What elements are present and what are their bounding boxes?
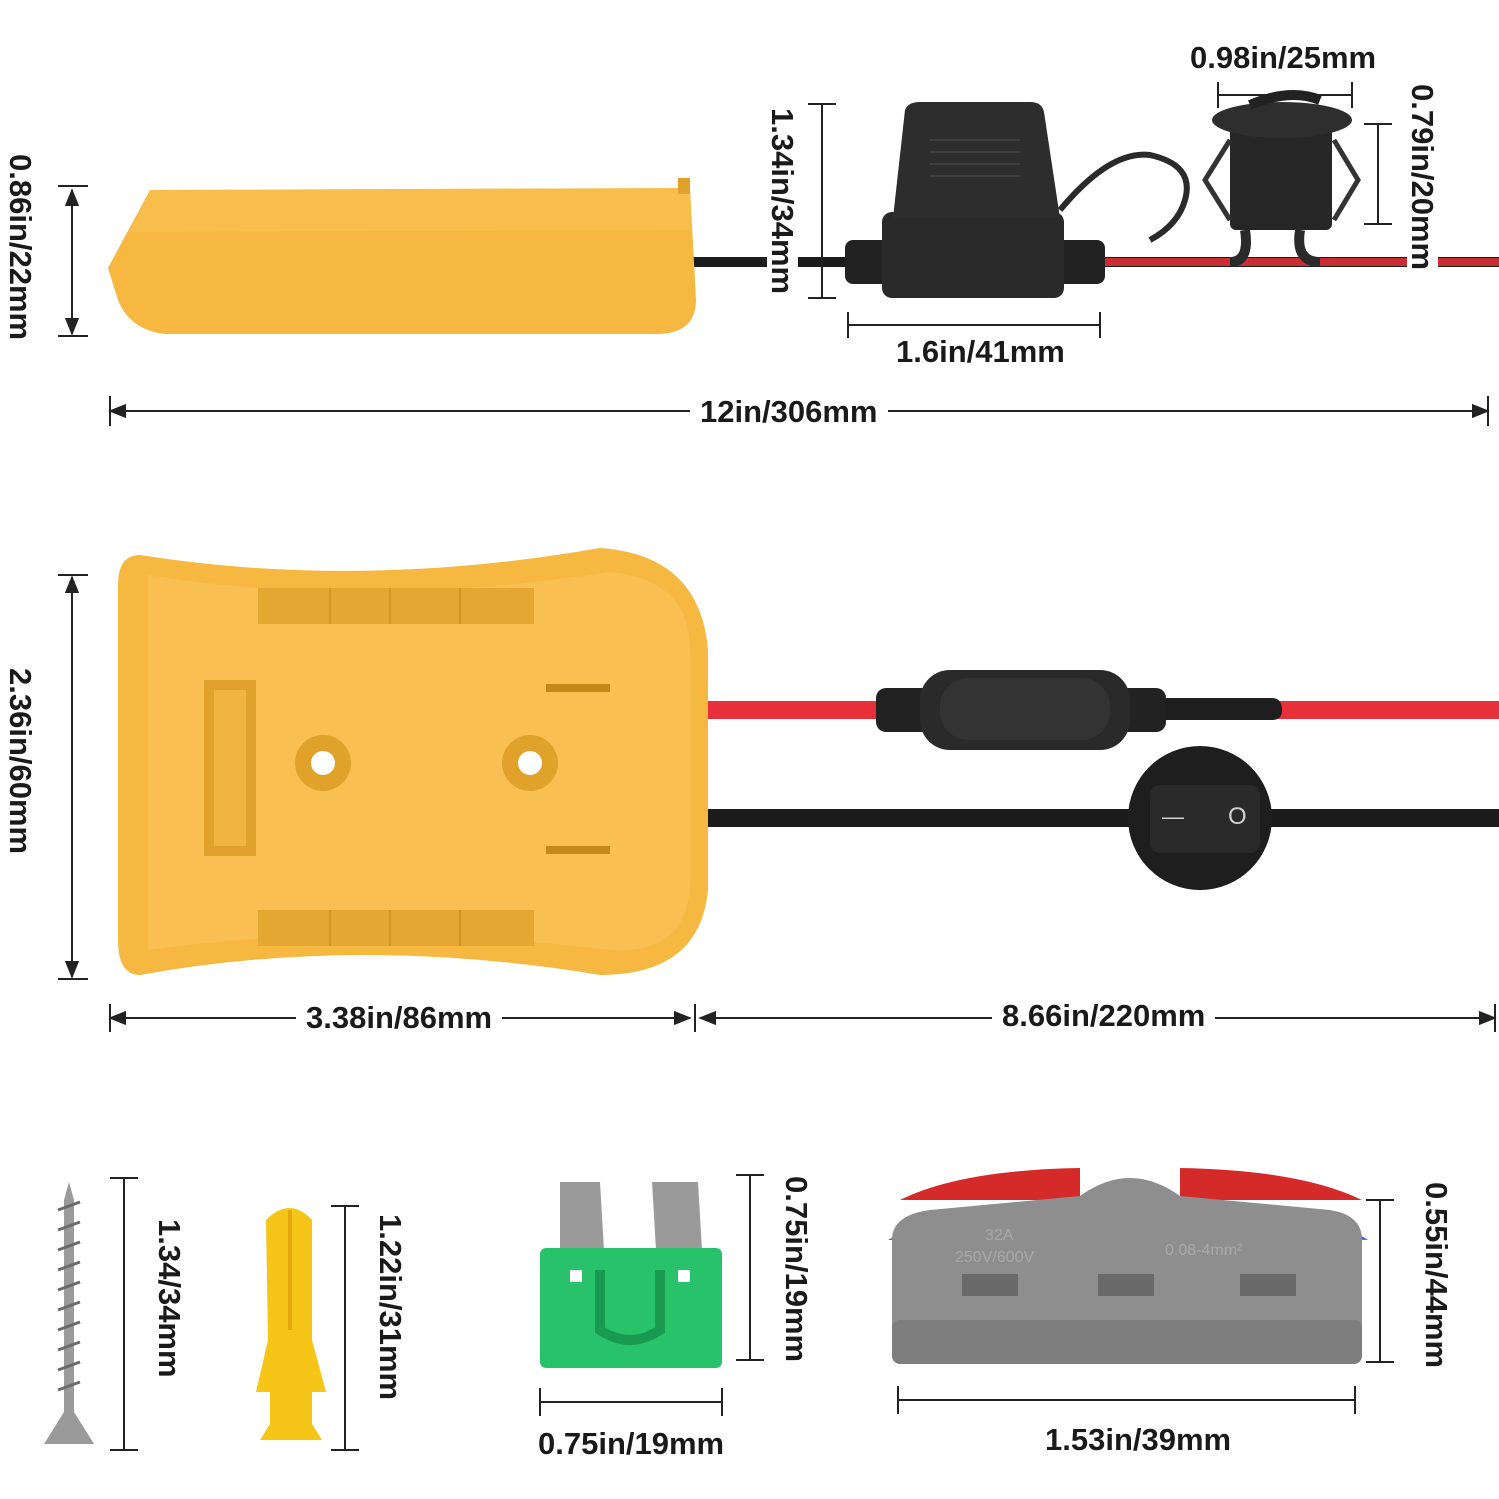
anchor-length-label: 1.22in/31mm: [373, 1210, 408, 1405]
connector-voltage-text: 250V/600V: [955, 1249, 1035, 1266]
fuse-height-label: 0.75in/19mm: [779, 1172, 814, 1367]
fuse-holder: [845, 102, 1190, 298]
side-view: [58, 82, 1499, 426]
total-length-label: 12in/306mm: [690, 396, 888, 427]
connector-height-label: 0.55in/44mm: [1419, 1178, 1454, 1373]
wall-anchor: [256, 1205, 359, 1451]
connector-wire-range-text: 0.08-4mm²: [1165, 1242, 1243, 1259]
fuse-holder-top: [876, 670, 1282, 750]
connector-rating-text: 32A: [985, 1227, 1014, 1244]
rocker-switch: [1128, 746, 1272, 890]
lever-connector: [888, 1168, 1394, 1414]
switch-width-label: 0.98in/25mm: [1180, 42, 1387, 73]
screw: [44, 1177, 138, 1451]
switch-off-symbol: O: [1228, 803, 1247, 830]
screw-length-label: 1.34/34mm: [152, 1215, 187, 1382]
fuse-holder-length-label: 1.6in/41mm: [886, 336, 1075, 367]
side-height-label: 0.86in/22mm: [3, 150, 38, 345]
connector-width-label: 1.53in/39mm: [1035, 1424, 1242, 1455]
base-height-label: 2.36in/60mm: [3, 664, 38, 859]
fuse-width-label: 0.75in/19mm: [528, 1428, 735, 1459]
switch-height-label: 0.79in/20mm: [1405, 80, 1440, 275]
switch-on-symbol: —: [1162, 804, 1184, 829]
base-width-label: 3.38in/86mm: [296, 1002, 503, 1033]
fuse-holder-height-label: 1.34in/34mm: [765, 104, 800, 299]
top-view: [58, 548, 1499, 1032]
blade-fuse: [539, 1174, 764, 1416]
cable-length-label: 8.66in/220mm: [992, 1000, 1216, 1031]
switch-side: [1202, 90, 1361, 267]
